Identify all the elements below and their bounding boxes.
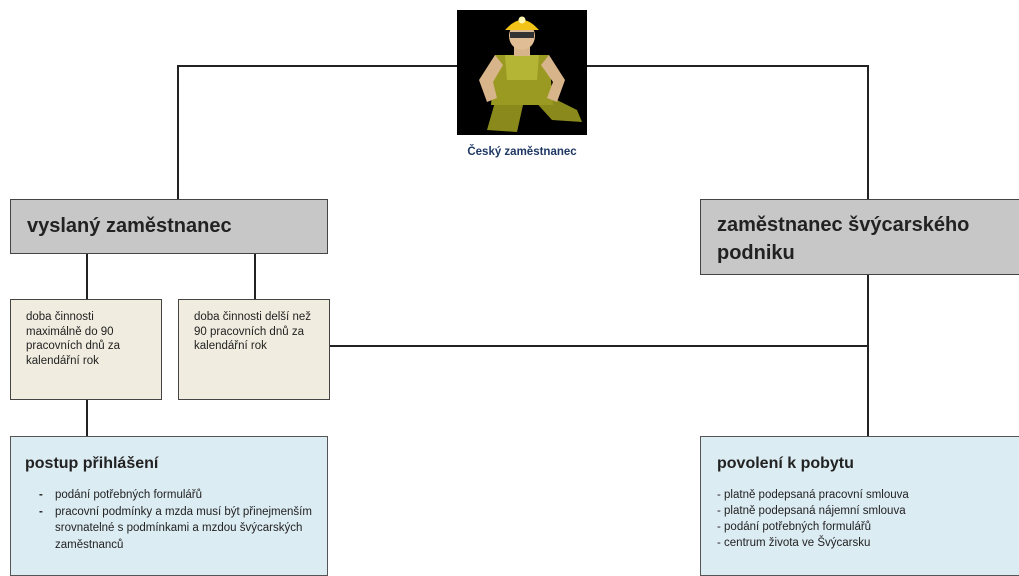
swiss-employee-title: zaměstnanec švýcarského podniku (717, 214, 970, 264)
residence-permit-list: platně podepsaná pracovní smlouva platně… (717, 487, 1010, 551)
registration-item: pracovní podmínky a mzda musí být přinej… (39, 504, 317, 554)
connector-root-left-down (177, 65, 179, 199)
connector-root-right-down (867, 65, 869, 199)
connector-posted-long (254, 254, 256, 299)
posted-worker-box: vyslaný zaměstnanec (10, 199, 328, 254)
registration-item: podání potřebných formulářů (39, 487, 317, 504)
posted-worker-title: vyslaný zaměstnanec (27, 215, 232, 237)
duration-short-label: doba činnosti maximálně do 90 pracovních… (26, 311, 120, 367)
connector-posted-short (86, 254, 88, 299)
residence-permit-title: povolení k pobytu (717, 455, 854, 472)
permit-item: centrum života ve Švýcarsku (717, 535, 1010, 551)
duration-short-box: doba činnosti maximálně do 90 pracovních… (10, 299, 162, 400)
connector-short-to-registration (86, 400, 88, 436)
duration-long-box: doba činnosti delší než 90 pracovních dn… (178, 299, 330, 400)
connector-root-right (587, 65, 868, 67)
connector-root-left (177, 65, 457, 67)
permit-item: platně podepsaná nájemní smlouva (717, 503, 1010, 519)
connector-long-to-swiss (330, 345, 868, 347)
duration-long-label: doba činnosti delší než 90 pracovních dn… (194, 311, 311, 352)
registration-title: postup přihlášení (25, 455, 159, 472)
permit-item: podání potřebných formulářů (717, 519, 1010, 535)
registration-list: podání potřebných formulářů pracovní pod… (25, 487, 317, 553)
swiss-employee-box: zaměstnanec švýcarského podniku (700, 199, 1019, 275)
residence-permit-box: povolení k pobytu platně podepsaná praco… (700, 436, 1019, 576)
permit-item: platně podepsaná pracovní smlouva (717, 487, 1010, 503)
registration-box: postup přihlášení podání potřebných form… (10, 436, 328, 576)
root-caption: Český zaměstnanec (467, 146, 577, 158)
worker-image (457, 10, 587, 135)
miner-icon (457, 10, 587, 135)
connector-swiss-down (867, 275, 869, 436)
